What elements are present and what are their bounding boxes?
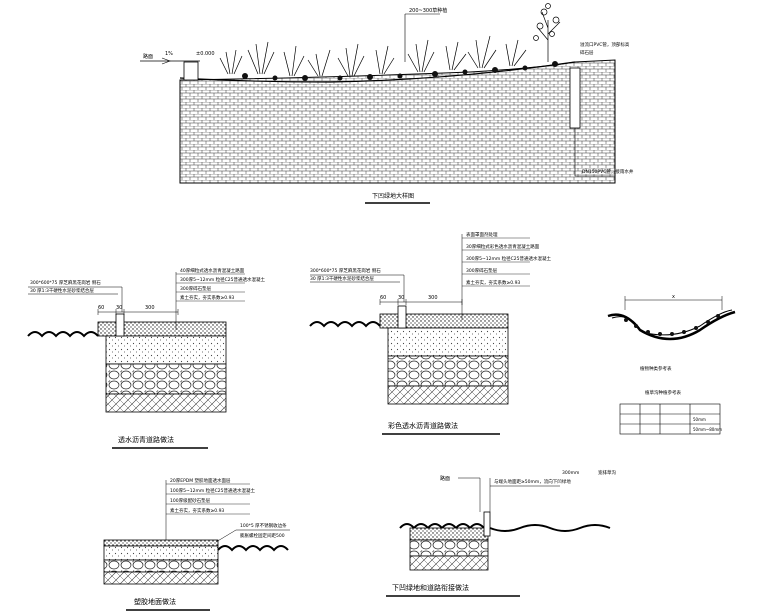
layer-label-1: 表面罩面剂处理 xyxy=(466,231,498,238)
table-cell-3-3: 50mm~80mm xyxy=(693,427,722,432)
detail-2-title: 彩色透水沥青道路做法 xyxy=(388,421,458,430)
road-label: 路面 xyxy=(143,53,153,60)
side-title: 植物种类参考表 xyxy=(640,365,672,372)
left-label-2: 30 厚1:3干硬性水泥砂浆结合层 xyxy=(310,275,374,282)
layer-label-3: 100厚级配砂石垫层 xyxy=(170,497,211,504)
side-section: x 植物种类参考表 植草沟种植参考表 50mm 50mm~80mm xyxy=(607,294,736,435)
layer-label-4: 素土夯实，夯实系数≥0.93 xyxy=(170,507,224,514)
middle-label: 与端头地面距≥50mm，流向下凹绿地 xyxy=(494,478,571,485)
right-label-1: 100*5 厚不锈钢收边条 xyxy=(240,522,287,529)
dim-60: 60 xyxy=(98,305,104,311)
detail-4: 路面 300mm 宽排草沟 与端头地面距≥50mm，流向下凹绿地 下凹绿地和道路… xyxy=(386,469,616,597)
detail-2: 60 30 300 300*600*75 厚芝麻黑花岗岩 侧石 30 厚1:3干… xyxy=(309,231,552,435)
table-cell-2-3: 50mm xyxy=(693,417,706,422)
elev-label: ±0.000 xyxy=(196,51,215,57)
pipe-label: DN150PVC管，接雨水井 xyxy=(582,168,634,175)
left-label: 路面 xyxy=(440,475,450,482)
main-title: 下凹绿地大样图 xyxy=(372,192,414,200)
left-label-1: 300*600*75 厚芝麻黑花岗岩 侧石 xyxy=(310,267,381,274)
layer-label-2: 30厚细粒式彩色透水沥青混凝土路面 xyxy=(466,243,540,250)
reference-table xyxy=(619,403,721,435)
shrub-icon xyxy=(242,61,558,81)
detail-1-title: 透水沥青道路做法 xyxy=(118,435,174,444)
detail-3-title: 塑胶地面做法 xyxy=(134,597,176,606)
right-label-1: 溢流口PVC管，顶部标高 xyxy=(580,41,630,48)
dim-30: 30 xyxy=(398,295,404,301)
layer-label-4: 素土夯实，夯实系数≥0.93 xyxy=(180,294,234,301)
right-label-2: 膨胀螺栓固定间距500 xyxy=(240,532,285,539)
layer-label-2: 300厚5~12mm 粒径C25普通透水混凝土 xyxy=(180,276,266,283)
detail-3: 20厚EPDM 塑胶地面透水面层 100厚5~12mm 粒径C25普通透水混凝土… xyxy=(103,477,290,611)
detail-1: 60 30 300 300*600*75 厚芝麻黑花岗岩 侧石 30 厚1:3干… xyxy=(27,267,266,449)
layer-label-1: 40厚细粒式透水沥青混凝土路面 xyxy=(180,267,245,274)
layer-label-5: 素土夯实，夯实系数≥0.93 xyxy=(466,279,520,286)
layer-label-3: 300厚碎石垫层 xyxy=(180,285,212,292)
top-label-1: 300mm xyxy=(562,470,579,476)
layer-label-4: 300厚碎石垫层 xyxy=(466,267,498,274)
table-title: 植草沟种植参考表 xyxy=(645,389,681,396)
dim-x: x xyxy=(672,294,675,300)
road-slope: 1% xyxy=(165,51,173,57)
left-label-1: 300*600*75 厚芝麻黑花岗岩 侧石 xyxy=(30,279,101,286)
left-label-2: 30 厚1:3干硬性水泥砂浆结合层 xyxy=(30,287,94,294)
dim-30: 30 xyxy=(116,305,122,311)
dim-300: 300 xyxy=(428,295,438,301)
layer-label-3: 300厚5~12mm 粒径C25普通透水混凝土 xyxy=(466,255,552,262)
main-section: 200~300草种植 ±0.000 路面 1% 溢流口PVC管，顶部标高 碎石层… xyxy=(140,3,634,204)
layer-label-1: 20厚EPDM 塑胶地面透水面层 xyxy=(170,477,231,484)
top-label-2: 宽排草沟 xyxy=(598,469,616,476)
right-label-2: 碎石层 xyxy=(580,49,594,56)
grass-icon xyxy=(219,35,527,77)
top-label: 200~300草种植 xyxy=(409,7,447,14)
dim-60: 60 xyxy=(380,295,386,301)
layer-label-2: 100厚5~12mm 粒径C25普通透水混凝土 xyxy=(170,487,256,494)
tree-icon xyxy=(533,3,561,62)
detail-4-title: 下凹绿地和道路衔接做法 xyxy=(392,583,469,592)
dim-300: 300 xyxy=(145,305,155,311)
